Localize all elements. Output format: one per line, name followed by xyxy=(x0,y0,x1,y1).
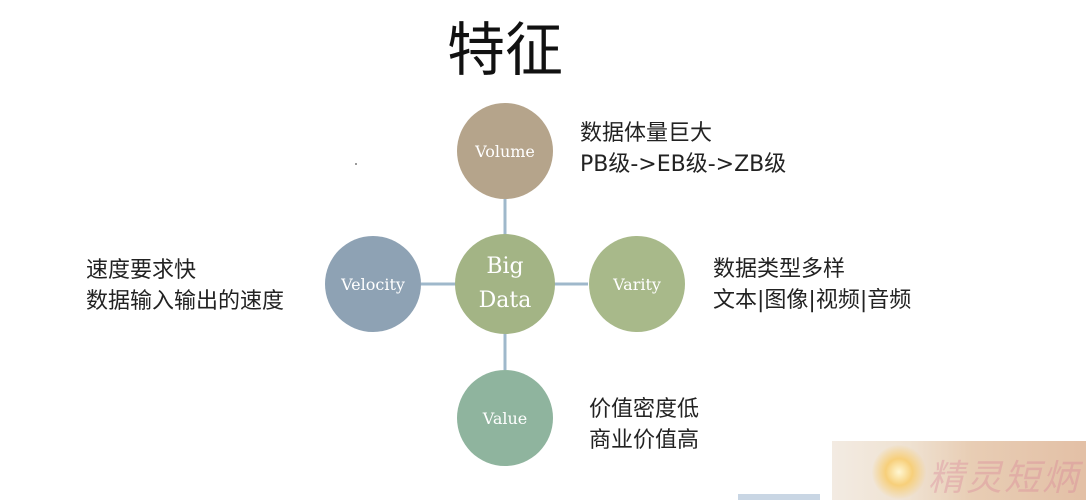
value-description: 价值密度低 商业价值高 xyxy=(589,394,699,456)
volume-node: Volume xyxy=(457,103,553,199)
variety-node: Varity xyxy=(589,236,685,332)
volume-label: Volume xyxy=(475,141,535,161)
volume-desc-line2: PB级->EB级->ZB级 xyxy=(580,152,787,177)
big-data-center-node: Big Data xyxy=(455,234,555,334)
velocity-desc-line2: 数据输入输出的速度 xyxy=(86,289,285,314)
watermark-text: 精灵短炳 xyxy=(928,458,1081,499)
page-title: 特征 xyxy=(446,16,563,84)
variety-label: Varity xyxy=(613,274,661,294)
volume-description: 数据体量巨大 PB级->EB级->ZB级 xyxy=(580,118,786,180)
value-label: Value xyxy=(482,408,528,428)
volume-desc-line1: 数据体量巨大 xyxy=(580,121,713,146)
variety-description: 数据类型多样 文本|图像|视频|音频 xyxy=(713,254,911,316)
center-line1: Big xyxy=(486,254,524,279)
watermark-logo: 精灵短炳 xyxy=(832,441,1086,500)
speck-dot xyxy=(355,163,357,165)
value-node: Value xyxy=(457,370,553,466)
velocity-label: Velocity xyxy=(341,274,405,294)
value-desc-line2: 商业价值高 xyxy=(589,428,700,453)
velocity-node: Velocity xyxy=(325,236,421,332)
center-line2: Data xyxy=(478,288,532,313)
variety-desc-line2: 文本|图像|视频|音频 xyxy=(713,288,912,313)
bottom-edge-bar xyxy=(738,494,820,500)
velocity-desc-line1: 速度要求快 xyxy=(86,258,197,283)
watermark-glow xyxy=(872,445,926,499)
value-desc-line1: 价值密度低 xyxy=(589,397,700,422)
velocity-description: 速度要求快 数据输入输出的速度 xyxy=(86,255,284,317)
variety-desc-line1: 数据类型多样 xyxy=(713,257,846,282)
